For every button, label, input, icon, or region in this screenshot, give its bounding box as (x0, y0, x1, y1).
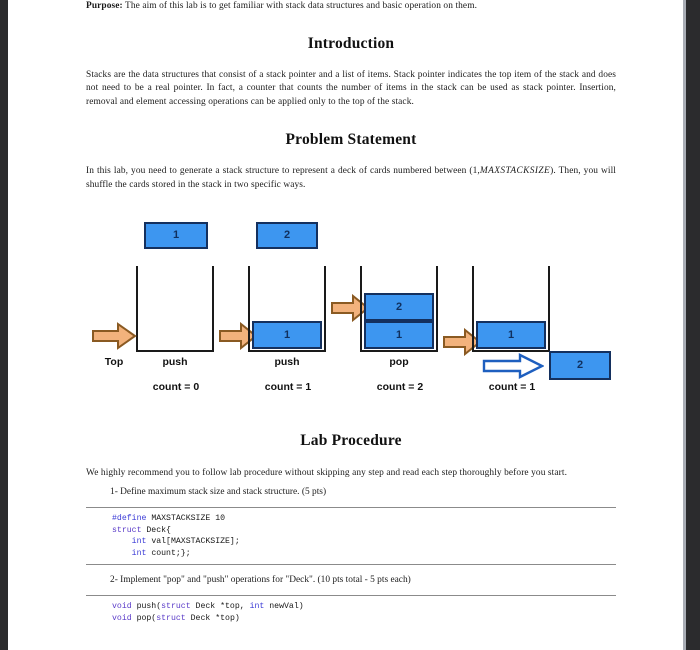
popped-card-stage4: 2 (549, 351, 611, 380)
problem-statement-text-3: ). Then, you will shuffle the cards stor… (86, 166, 616, 190)
incoming-card-stage2: 2 (256, 222, 318, 249)
heading-introduction: Introduction (307, 34, 395, 52)
lab-procedure-block: Lab Procedure We highly recommend you to… (86, 432, 616, 628)
code-rule-top-2 (86, 595, 616, 597)
purpose-label: Purpose: (86, 1, 123, 11)
operation-label-stage1: push (162, 356, 188, 368)
stack-walls-stage4 (472, 266, 550, 352)
incoming-card-stage1: 1 (144, 222, 208, 249)
stack-diagram: 1 2 Top push count = 0 1 push count = 1 … (86, 218, 631, 403)
code-rule-bottom-1 (86, 563, 616, 565)
top-label: Top (104, 356, 124, 368)
stack-walls-stage1 (136, 266, 214, 352)
stack-card-stage4-0: 1 (476, 321, 546, 349)
introduction-paragraph: Stacks are the data structures that cons… (86, 69, 616, 107)
code-block-2: void push(struct Deck *top, int newVal) … (112, 602, 304, 623)
count-label-stage3: count = 2 (376, 381, 424, 393)
document-page: Purpose: The aim of this lab is to get f… (8, 0, 684, 650)
count-label-stage1: count = 0 (152, 381, 200, 393)
lab-procedure-paragraph: We highly recommend you to follow lab pr… (86, 468, 568, 478)
heading-problem-statement: Problem Statement (285, 131, 417, 149)
stack-card-stage2-0: 1 (252, 321, 322, 349)
document-content: Purpose: The aim of this lab is to get f… (86, 0, 616, 193)
code-rule-top-1 (86, 507, 616, 509)
math-maxstacksize: MAXSTACKSIZE (479, 166, 551, 177)
count-label-stage2: count = 1 (264, 381, 312, 393)
window-right-gutter (684, 0, 700, 650)
problem-statement-text-1: In this lab, you need to generate a stac… (86, 166, 467, 177)
problem-statement-paragraph: In this lab, you need to generate a stac… (86, 165, 616, 192)
code-block-1: #define MAXSTACKSIZE 10 struct Deck{ int… (112, 514, 240, 558)
blue-arrow-popped-card (482, 353, 544, 379)
problem-statement-text-2: (1, (469, 166, 480, 177)
orange-arrow-into-stage1 (92, 322, 137, 350)
stack-walls-stage3 (360, 266, 438, 352)
stack-walls-stage2 (248, 266, 326, 352)
step-1-label: 1- Define maximum stack size and stack s… (110, 486, 327, 497)
purpose-paragraph: Purpose: The aim of this lab is to get f… (86, 0, 616, 14)
stack-card-stage3-1: 1 (364, 321, 434, 349)
heading-lab-procedure: Lab Procedure (300, 432, 402, 449)
scrollbar-track[interactable] (683, 0, 686, 650)
operation-label-stage3: pop (389, 356, 409, 368)
count-label-stage4: count = 1 (488, 381, 536, 393)
purpose-text: The aim of this lab is to get familiar w… (125, 1, 478, 11)
stack-card-stage3-0: 2 (364, 293, 434, 321)
step-2-label: 2- Implement "pop" and "push" operations… (110, 574, 411, 585)
operation-label-stage2: push (274, 356, 300, 368)
